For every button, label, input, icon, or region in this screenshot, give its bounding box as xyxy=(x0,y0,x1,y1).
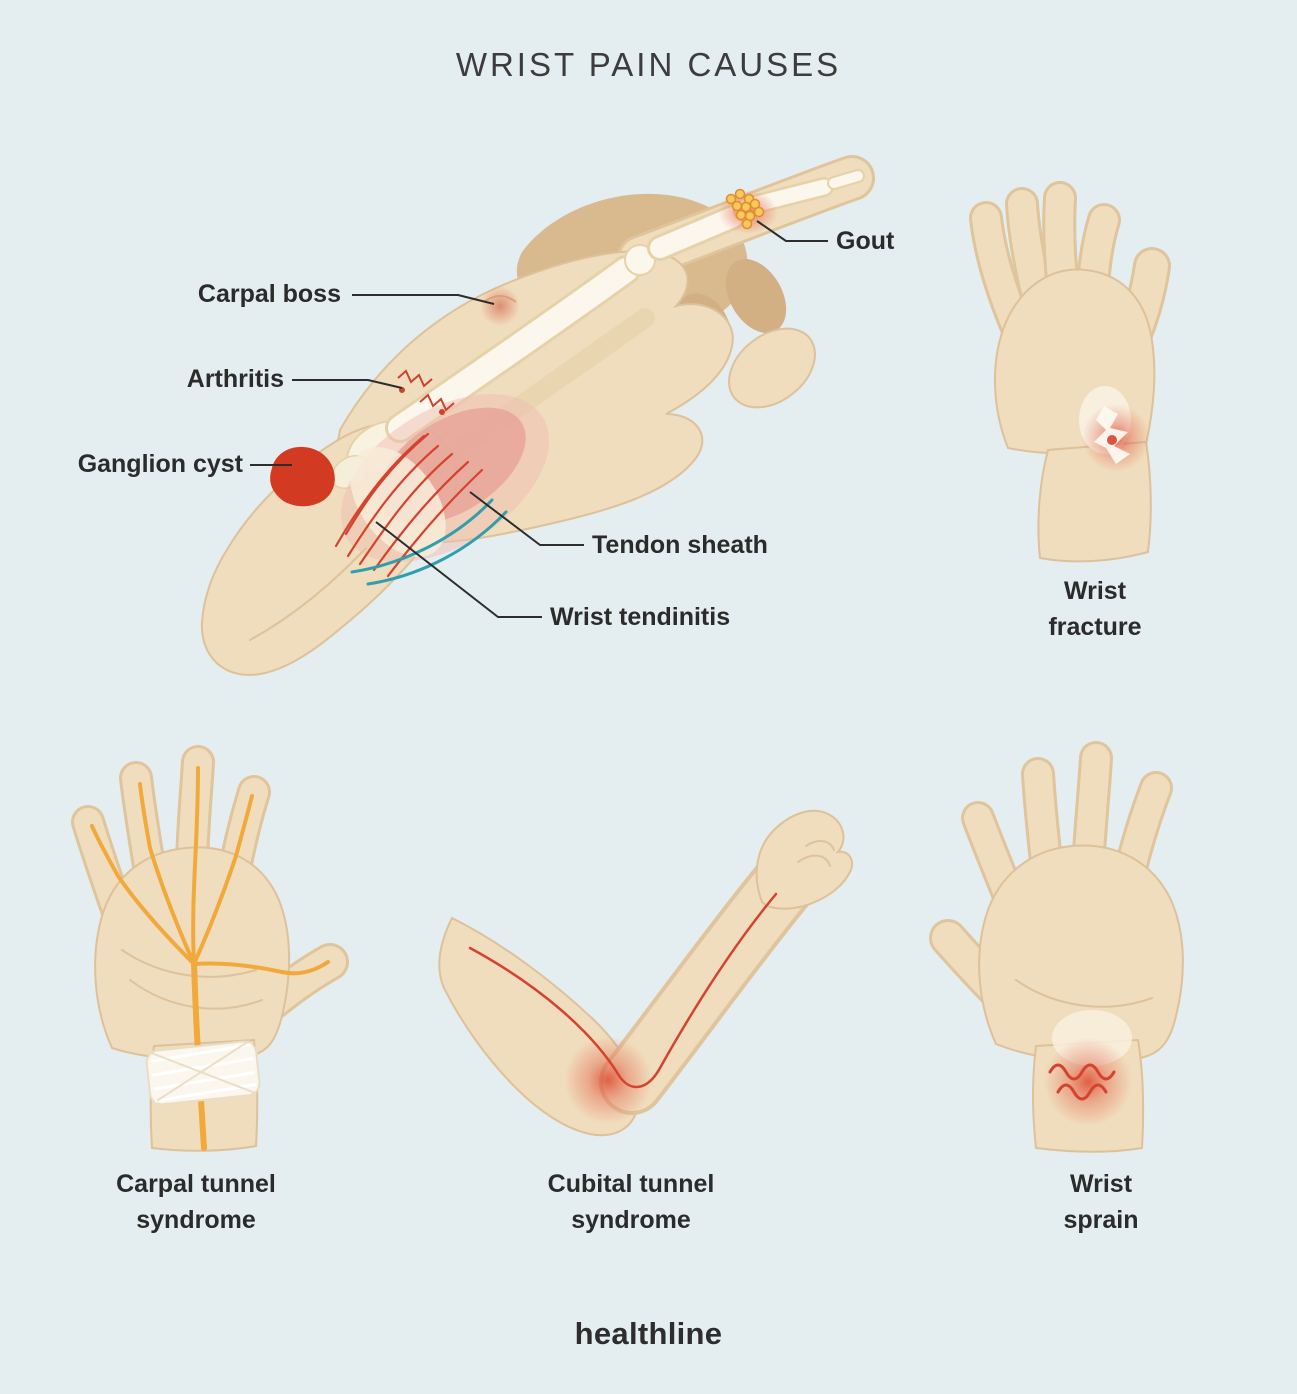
caption-carpal-tunnel: Carpal tunnel syndrome xyxy=(116,1170,276,1234)
wrist-fracture-illustration xyxy=(969,181,1171,563)
main-hand-illustration xyxy=(200,155,875,676)
label-wrist-tendinitis: Wrist tendinitis xyxy=(550,603,731,631)
caption-wrist-sprain: Wrist sprain xyxy=(1063,1170,1139,1234)
median-nerve xyxy=(90,766,330,1151)
arthritis-marks xyxy=(397,369,455,415)
cubital-tunnel-illustration xyxy=(438,809,854,1137)
caption-wrist-fracture: Wrist fracture xyxy=(1048,577,1142,641)
gout-crystals xyxy=(718,188,778,234)
label-tendon-sheath: Tendon sheath xyxy=(592,531,768,559)
label-ganglion-cyst: Ganglion cyst xyxy=(77,450,243,478)
transverse-ligament xyxy=(145,1040,261,1106)
label-carpal-boss: Carpal boss xyxy=(197,280,341,308)
carpal-boss-spot xyxy=(480,286,520,326)
ganglion-cyst-spot xyxy=(270,446,335,507)
callout-lines xyxy=(250,220,828,618)
page-title: WRIST PAIN CAUSES xyxy=(455,46,842,83)
healthline-logo: healthline xyxy=(574,1316,723,1351)
wrist-tendons xyxy=(334,394,549,586)
caption-cubital-tunnel: Cubital tunnel syndrome xyxy=(547,1170,715,1234)
carpal-tunnel-illustration xyxy=(71,745,349,1152)
label-arthritis: Arthritis xyxy=(186,365,284,393)
label-gout: Gout xyxy=(836,227,895,255)
wrist-sprain-illustration xyxy=(929,741,1184,1153)
